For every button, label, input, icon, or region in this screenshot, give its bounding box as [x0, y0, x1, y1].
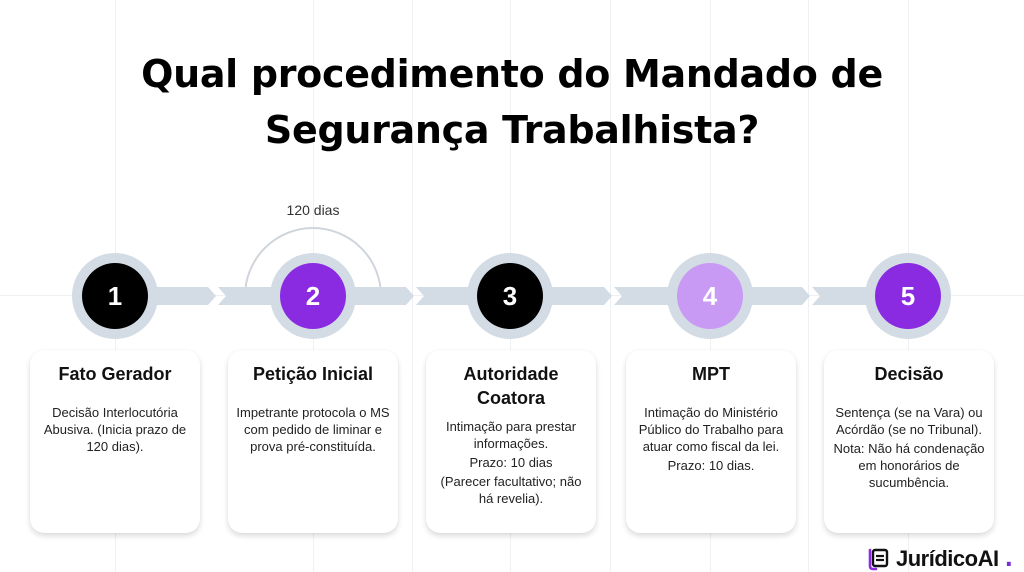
page-title: Qual procedimento do Mandado de Seguranç…: [0, 46, 1024, 158]
card-text: Sentença (se na Vara) ou Acórdão (se no …: [835, 405, 983, 437]
card-title: MPT: [692, 364, 730, 384]
brand-dot: .: [1004, 546, 1013, 572]
card-text: Intimação do Ministério Público do Traba…: [638, 405, 784, 454]
title-line-1: Qual procedimento do Mandado de: [141, 52, 883, 96]
step-1-marker: 1: [72, 253, 158, 339]
card-body: Impetrante protocola o MS com pedido de …: [236, 404, 390, 455]
card-text: Impetrante protocola o MS com pedido de …: [236, 405, 390, 454]
card-body: Intimação para prestar informações. Praz…: [434, 418, 588, 507]
step-5-number: 5: [875, 263, 941, 329]
card-body: Decisão Interlocutória Abusiva. (Inicia …: [38, 404, 192, 455]
card-title: Fato Gerador: [58, 364, 172, 384]
card-note: Nota: Não há condenação em honorários de…: [833, 441, 985, 490]
card-title: Decisão: [874, 364, 944, 384]
step-5-marker: 5: [865, 253, 951, 339]
card-title: Petição Inicial: [252, 364, 374, 384]
duration-label: 120 dias: [286, 202, 340, 218]
brand-name: JurídicoAI: [896, 546, 999, 571]
card-title: Autoridade Coatora: [463, 364, 559, 408]
card-decisao: Decisão Sentença (se na Vara) ou Acórdão…: [824, 350, 994, 533]
document-logo-icon: [868, 548, 889, 571]
step-4-number: 4: [677, 263, 743, 329]
duration-arc: [244, 227, 382, 297]
card-fato-gerador: Fato Gerador Decisão Interlocutória Abus…: [30, 350, 200, 533]
card-text: Decisão Interlocutória Abusiva. (Inicia …: [43, 405, 187, 454]
card-autoridade-coatora: Autoridade Coatora Intimação para presta…: [426, 350, 596, 533]
connector-arrows: [150, 287, 874, 305]
step-1-number: 1: [82, 263, 148, 329]
card-text: Intimação para prestar informações.: [445, 419, 577, 451]
step-2-marker: 2: [270, 253, 356, 339]
card-body: Sentença (se na Vara) ou Acórdão (se no …: [832, 404, 986, 491]
card-note: (Parecer facultativo; não há revelia).: [440, 474, 582, 506]
brand-logo: JurídicoAI.: [866, 546, 1013, 572]
card-deadline: Prazo: 10 dias: [469, 455, 553, 470]
card-peticao-inicial: Petição Inicial Impetrante protocola o M…: [228, 350, 398, 533]
step-3-marker: 3: [467, 253, 553, 339]
card-deadline: Prazo: 10 dias.: [667, 458, 755, 473]
step-2-number: 2: [280, 263, 346, 329]
card-body: Intimação do Ministério Público do Traba…: [634, 404, 788, 474]
step-4-marker: 4: [667, 253, 753, 339]
card-mpt: MPT Intimação do Ministério Público do T…: [626, 350, 796, 533]
step-3-number: 3: [477, 263, 543, 329]
title-line-2: Segurança Trabalhista?: [264, 108, 760, 152]
